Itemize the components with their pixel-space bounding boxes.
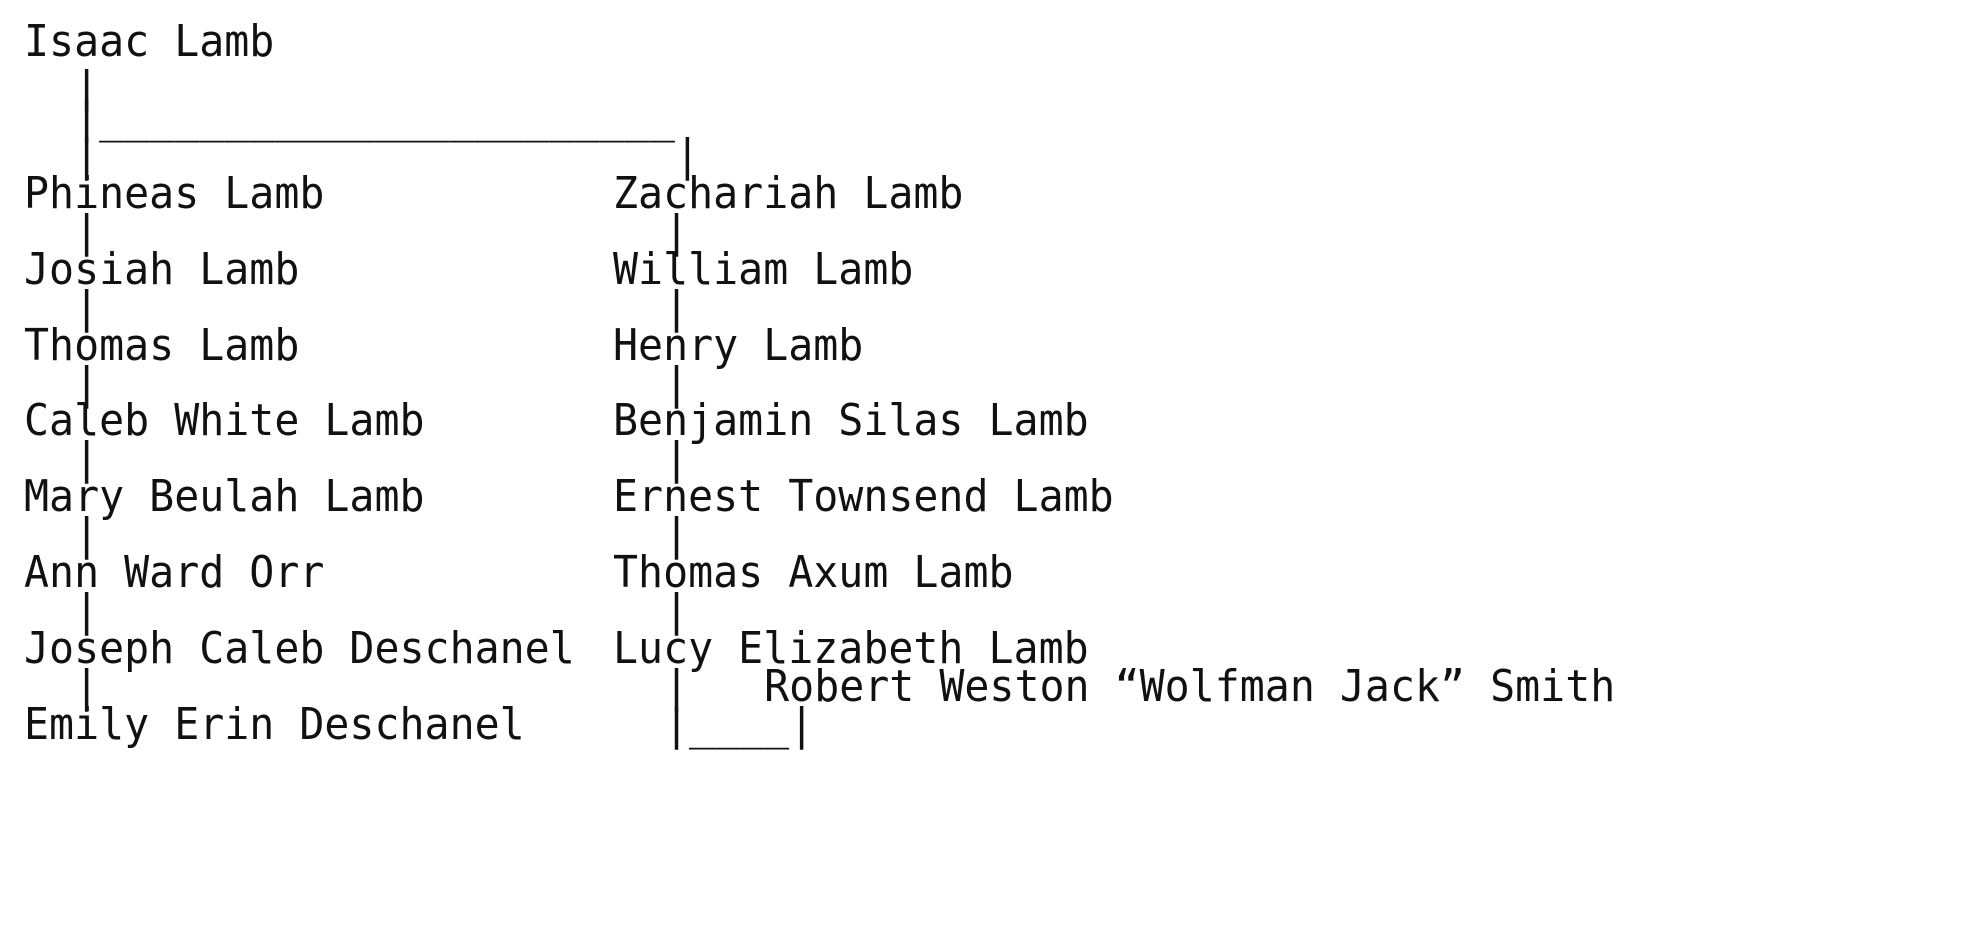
- person-william-lamb: William Lamb: [613, 244, 914, 295]
- person-phineas-lamb: Phineas Lamb: [24, 168, 325, 219]
- connector-right-3: |: [664, 358, 690, 409]
- connector-marriage-junction: |____|: [664, 699, 815, 750]
- person-zachariah-lamb: Zachariah Lamb: [613, 168, 964, 219]
- person-thomas-axum-lamb: Thomas Axum Lamb: [613, 547, 1014, 598]
- person-josiah-lamb: Josiah Lamb: [24, 244, 300, 295]
- connector-left-7: |: [24, 661, 100, 712]
- connector-left-2: |: [24, 282, 100, 333]
- connector-right-5: |: [664, 509, 690, 560]
- connector-branch-stems: | |: [24, 130, 700, 181]
- connector-left-6: |: [24, 585, 100, 636]
- connector-right-4: |: [664, 433, 690, 484]
- person-thomas-lamb: Thomas Lamb: [24, 320, 300, 371]
- person-lucy-elizabeth-lamb: Lucy Elizabeth Lamb: [613, 623, 1089, 674]
- connector-left-4: |: [24, 433, 100, 484]
- connector-right-1: |: [664, 206, 690, 257]
- person-caleb-white-lamb: Caleb White Lamb: [24, 395, 425, 446]
- person-joseph-caleb-deschanel: Joseph Caleb Deschanel: [24, 623, 575, 674]
- person-benjamin-silas-lamb: Benjamin Silas Lamb: [613, 395, 1089, 446]
- connector-right-6: |: [664, 585, 690, 636]
- person-henry-lamb: Henry Lamb: [613, 320, 864, 371]
- connector-sibling-split-rule: |_______________________: [24, 92, 675, 143]
- person-mary-beulah-lamb: Mary Beulah Lamb: [24, 471, 425, 522]
- person-ernest-townsend-lamb: Ernest Townsend Lamb: [613, 471, 1114, 522]
- connector-left-5: |: [24, 509, 100, 560]
- connector-left-1: |: [24, 206, 100, 257]
- connector-root-stem: |: [24, 62, 100, 113]
- person-isaac-lamb: Isaac Lamb: [24, 16, 275, 67]
- person-ann-ward-orr: Ann Ward Orr: [24, 547, 325, 598]
- person-emily-erin-deschanel: Emily Erin Deschanel: [24, 699, 525, 750]
- person-robert-weston-wolfman-jack-smith: | Robert Weston “Wolfman Jack” Smith: [664, 661, 1616, 712]
- connector-left-3: |: [24, 358, 100, 409]
- connector-right-2: |: [664, 282, 690, 333]
